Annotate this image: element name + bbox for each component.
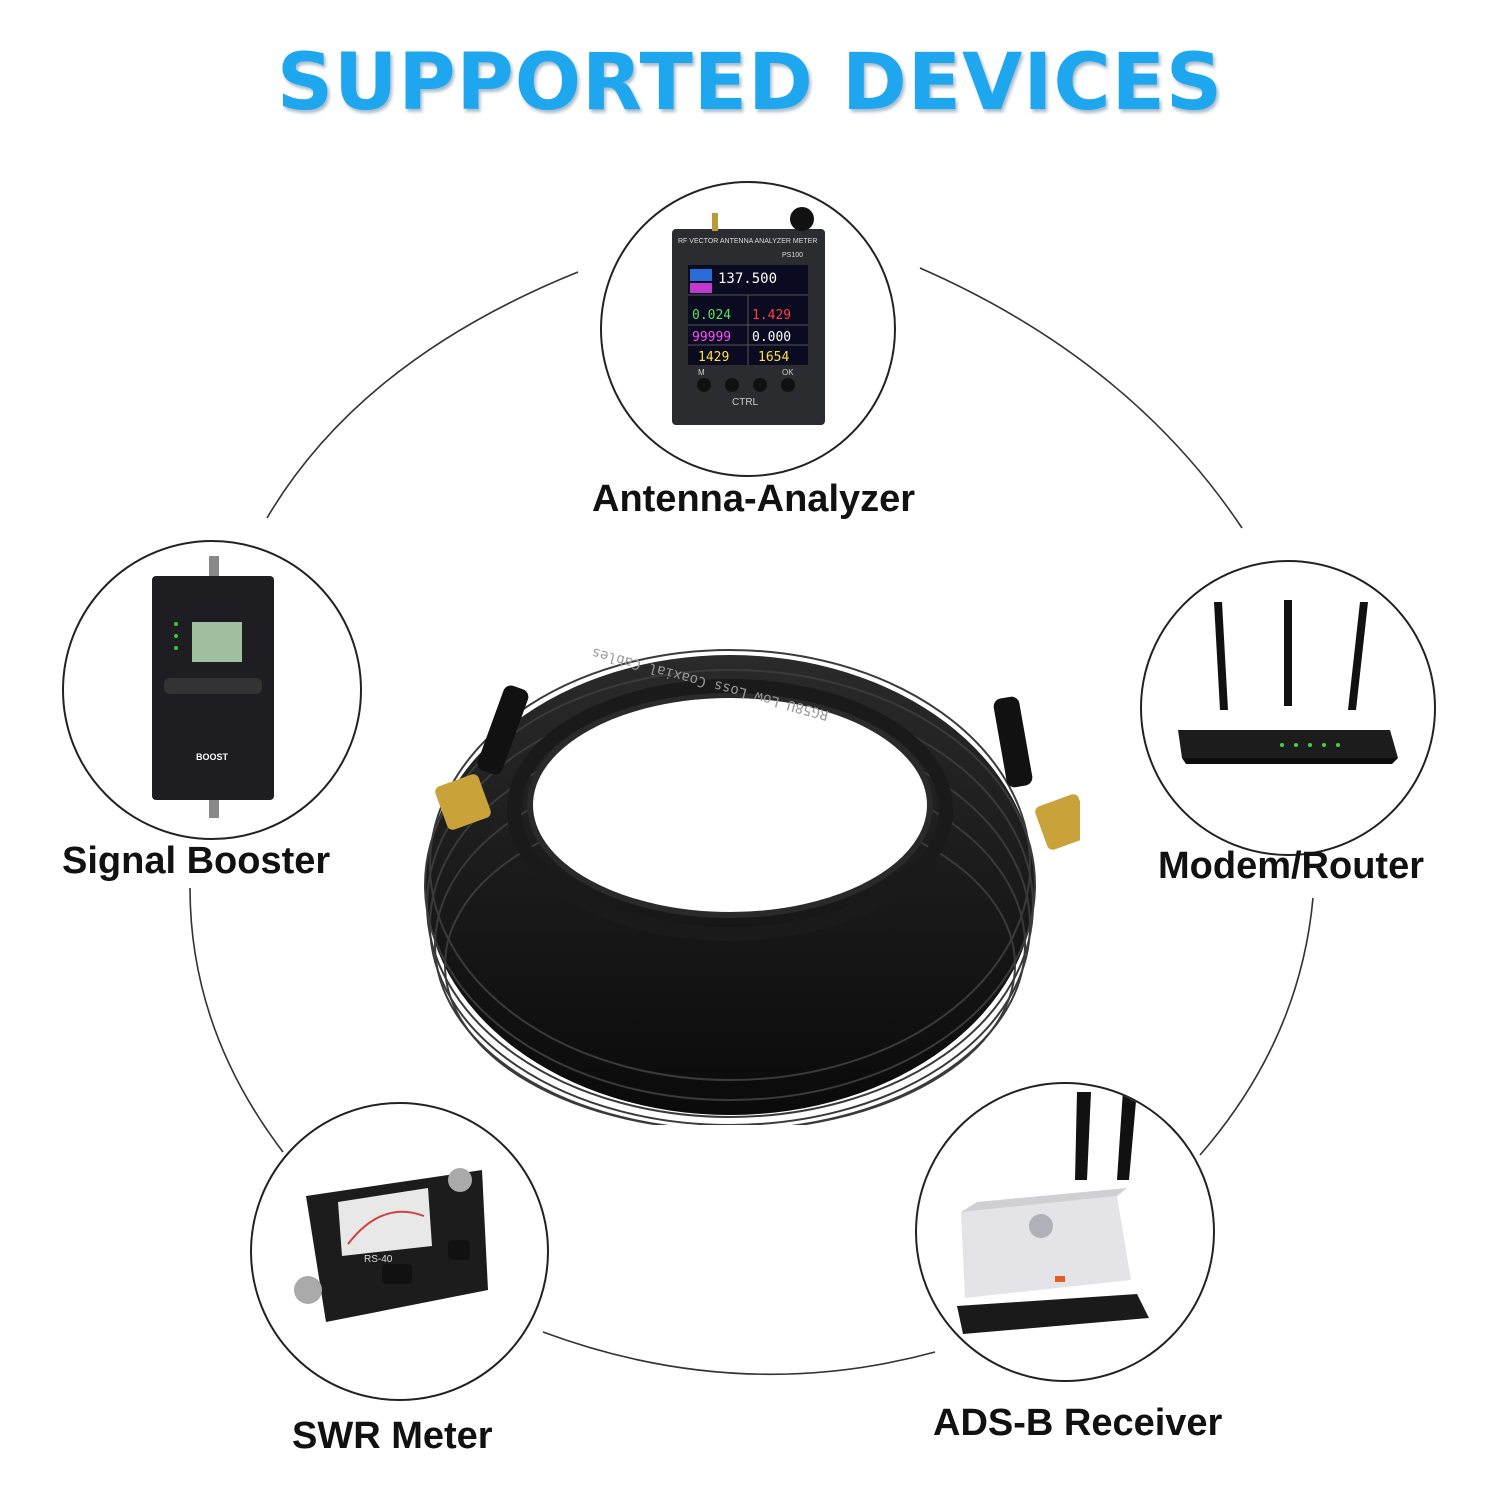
analyzer-val-b-text: 1654	[758, 350, 789, 365]
analyzer-x-text: 1.429	[752, 308, 791, 323]
modem-router-label: Modem/Router	[1158, 845, 1424, 887]
modem-router-image	[1178, 600, 1398, 764]
adsb-receiver-label: ADS-B Receiver	[933, 1402, 1223, 1444]
signal-booster-circle: BOOST	[62, 540, 362, 840]
analyzer-header-text: RF VECTOR ANTENNA ANALYZER METER	[678, 238, 817, 245]
analyzer-model-text: PS100	[782, 252, 803, 259]
analyzer-val-a-text: 1429	[698, 350, 729, 365]
antenna-analyzer-circle: RF VECTOR ANTENNA ANALYZER METER PS100 1…	[600, 181, 896, 477]
adsb-receiver-image	[957, 1090, 1149, 1334]
analyzer-key-ok: OK	[782, 368, 794, 377]
antenna-analyzer-image: RF VECTOR ANTENNA ANALYZER METER PS100 1…	[672, 207, 825, 425]
analyzer-r-text: 0.024	[692, 308, 731, 323]
analyzer-freq-text: 137.500	[718, 271, 777, 287]
swr-meter-circle: RS-40	[250, 1102, 549, 1401]
analyzer-s11-text: 0.000	[752, 330, 791, 345]
signal-booster-image: BOOST	[152, 556, 274, 818]
booster-brand-text: BOOST	[196, 752, 229, 762]
analyzer-key-m: M	[698, 368, 705, 377]
analyzer-vswr-text: 99999	[692, 330, 731, 345]
swr-model-text: RS-40	[364, 1254, 393, 1265]
page-title: SUPPORTED DEVICES	[276, 38, 1224, 128]
antenna-analyzer-label: Antenna-Analyzer	[592, 478, 916, 520]
analyzer-ctrl-text: CTRL	[732, 397, 759, 408]
signal-booster-label: Signal Booster	[62, 840, 331, 882]
coax-cable-image: RG58U Low Loss Coaxial Cables	[424, 644, 1080, 1125]
modem-router-circle	[1140, 560, 1436, 856]
swr-meter-label: SWR Meter	[292, 1415, 493, 1457]
swr-meter-image: RS-40	[294, 1168, 488, 1322]
adsb-receiver-circle	[915, 1082, 1215, 1382]
